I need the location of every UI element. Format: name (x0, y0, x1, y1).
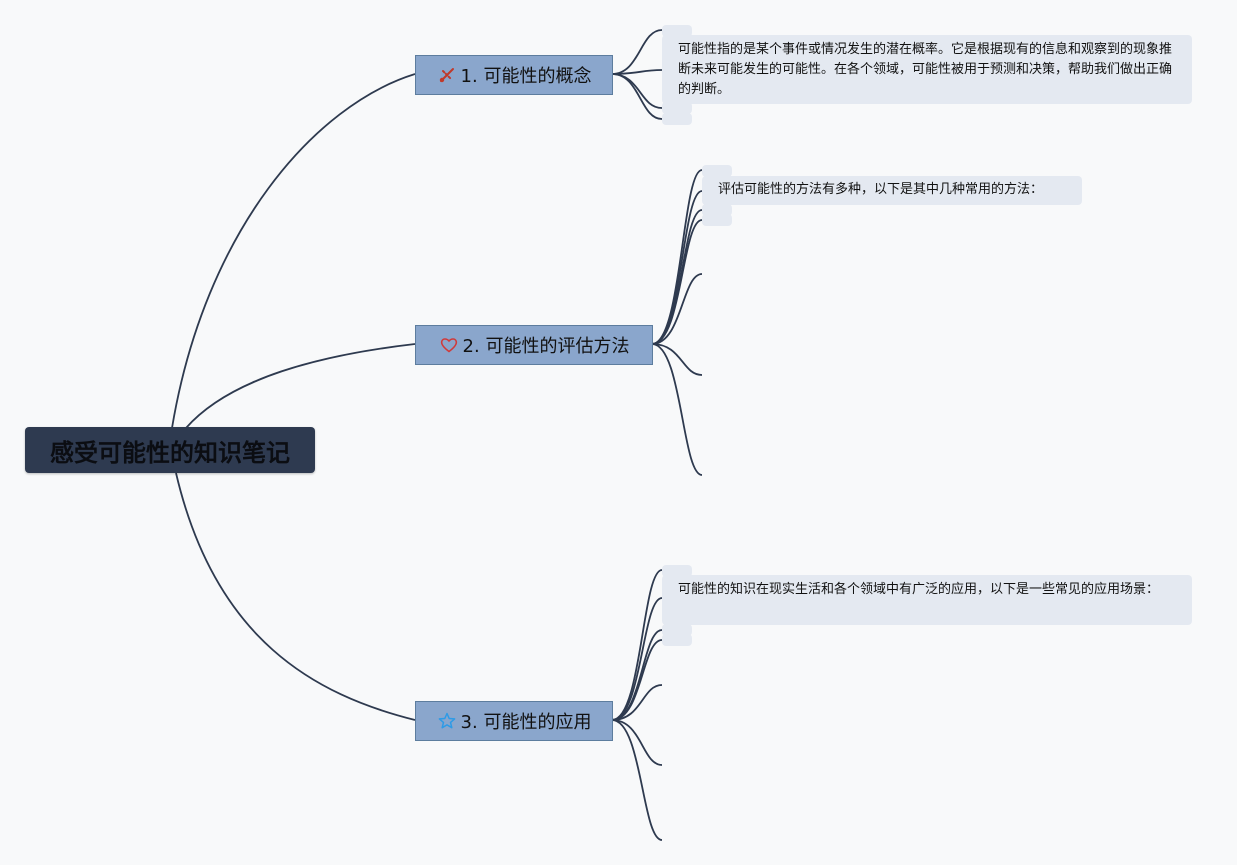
edge-b2-child (651, 343, 703, 476)
collapsed-subtopic[interactable] (662, 634, 692, 646)
branch-topic-label: 3. 可能性的应用 (460, 712, 592, 733)
edge-b2-child (651, 273, 703, 345)
collapsed-subtopic[interactable] (702, 204, 732, 216)
subtopic-evaluation-detail[interactable]: 评估可能性的方法有多种，以下是其中几种常用的方法： (702, 176, 1082, 205)
root-topic-label: 感受可能性的知识笔记 (50, 438, 290, 467)
collapsed-subtopic[interactable] (662, 113, 692, 125)
edge-root-branch-1 (171, 73, 416, 429)
branch-topic-label: 2. 可能性的评估方法 (462, 336, 630, 357)
edge-b3-child (611, 639, 663, 721)
edge-b2-child (651, 219, 703, 345)
root-topic[interactable]: 感受可能性的知识笔记 (25, 427, 315, 473)
collapsed-subtopic[interactable] (662, 102, 692, 114)
edge-b3-child (611, 597, 663, 721)
subtopic-text: 可能性指的是某个事件或情况发生的潜在概率。它是根据现有的信息和观察到的现象推断未… (678, 42, 1173, 97)
edge-b1-child (611, 29, 663, 75)
subtopic-application-detail[interactable]: 可能性的知识在现实生活和各个领域中有广泛的应用，以下是一些常见的应用场景： (662, 575, 1192, 625)
collapsed-subtopic[interactable] (662, 624, 692, 636)
star-icon (437, 711, 457, 731)
tools-icon (437, 65, 457, 85)
collapsed-subtopic[interactable] (662, 25, 692, 37)
branch-topic-label: 1. 可能性的概念 (460, 66, 592, 87)
edge-b1-child (611, 73, 663, 120)
edge-b3-child (611, 684, 663, 721)
edge-root-branch-2 (185, 343, 416, 429)
heart-icon (439, 335, 459, 355)
subtopic-concept-detail[interactable]: 可能性指的是某个事件或情况发生的潜在概率。它是根据现有的信息和观察到的现象推断未… (662, 35, 1192, 104)
edge-b3-child (611, 719, 663, 841)
subtopic-text: 评估可能性的方法有多种，以下是其中几种常用的方法： (718, 182, 1044, 197)
edge-b3-child (611, 719, 663, 766)
edge-b2-child (651, 343, 703, 376)
collapsed-subtopic[interactable] (702, 214, 732, 226)
branch-topic-application[interactable]: 3. 可能性的应用 (415, 701, 613, 741)
edge-b2-child (651, 190, 703, 345)
subtopic-text: 可能性的知识在现实生活和各个领域中有广泛的应用，以下是一些常见的应用场景： (678, 582, 1160, 597)
branch-topic-evaluation[interactable]: 2. 可能性的评估方法 (415, 325, 653, 365)
collapsed-subtopic[interactable] (702, 165, 732, 177)
edge-root-branch-3 (175, 472, 416, 721)
branch-topic-concept[interactable]: 1. 可能性的概念 (415, 55, 613, 95)
collapsed-subtopic[interactable] (662, 565, 692, 577)
